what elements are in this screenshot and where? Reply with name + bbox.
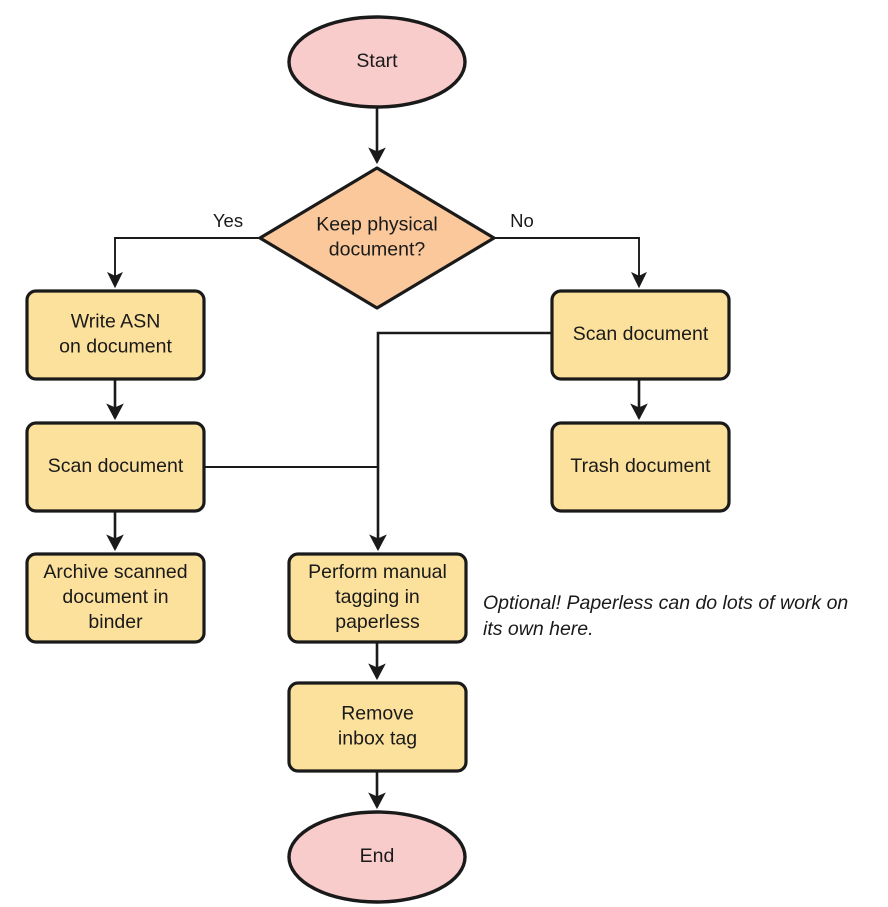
shape-diamond [258,166,496,310]
shape-rounded-rect [25,289,206,381]
node-label-start: Start [356,50,398,72]
edge-labels-layer: Yes No [213,210,534,231]
annotation-optional: Optional! Paperless can do lots of work … [483,592,848,640]
node-label-scan-document-left: Scan document [48,455,184,477]
shape-ellipse [287,15,467,109]
edge-decision-keep-physical-to-scan-document-right [494,237,647,289]
node-label-end: End [360,845,395,867]
shape-rounded-rect [287,681,468,773]
label-no: No [510,210,534,231]
edge-decision-keep-physical-to-write-asn [107,237,260,289]
node-label-trash-document: Trash document [570,455,711,477]
annotations-layer: Optional! Paperless can do lots of work … [483,592,848,640]
shape-rounded-rect [25,552,206,644]
shape-rounded-rect [287,552,468,644]
node-trash-document[interactable]: Trash document [550,421,731,513]
shape-rounded-rect [25,421,206,513]
shape-rounded-rect [550,289,731,381]
label-yes: Yes [213,210,243,231]
edge-scan-document-right-to-manual-tagging [369,331,552,552]
node-start[interactable]: Start [287,15,467,109]
shape-rounded-rect [550,421,731,513]
node-label-scan-document-right: Scan document [573,323,709,345]
shape-ellipse [287,810,467,904]
node-scan-document-left[interactable]: Scan document [25,421,206,513]
node-scan-document-right[interactable]: Scan document [550,289,731,381]
node-end[interactable]: End [287,810,467,904]
edges-layer [106,107,648,810]
